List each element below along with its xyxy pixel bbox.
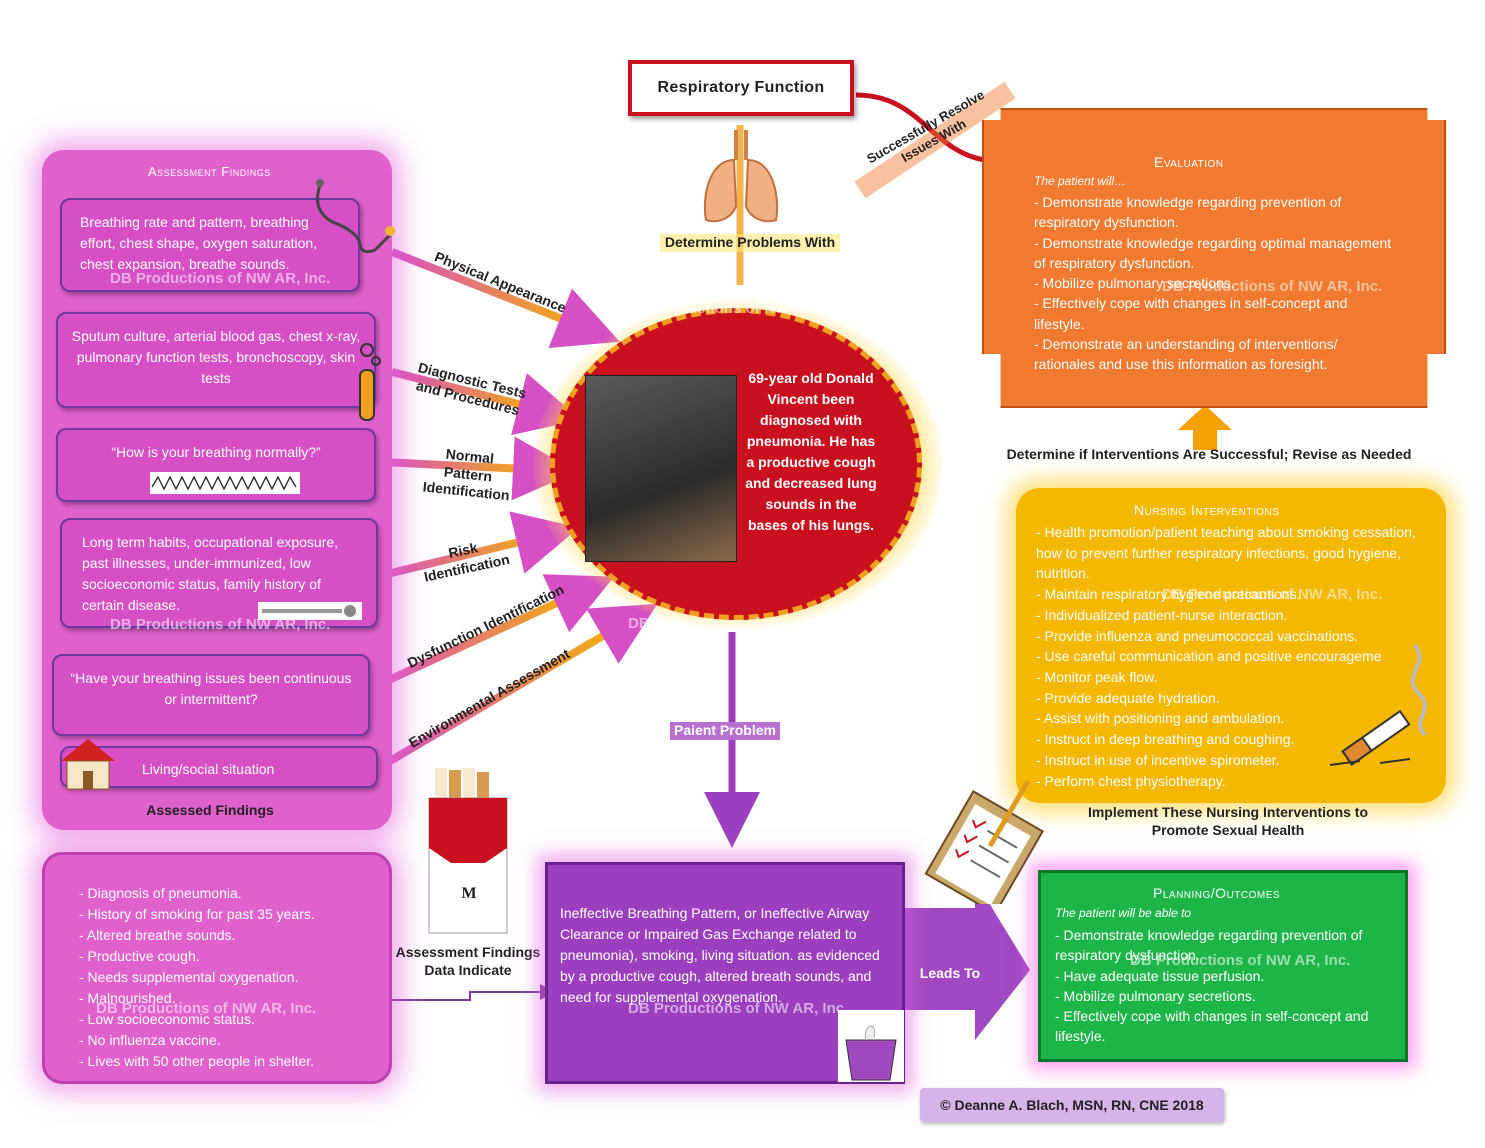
evaluation-item: - Demonstrate knowledge regarding optima… <box>1034 234 1392 271</box>
assessment-box-text: “Have your breathing issues been continu… <box>70 670 352 707</box>
patient-photo <box>585 375 737 562</box>
evaluation-item: - Demonstrate an understanding of interv… <box>1034 336 1338 373</box>
finding-item: - Needs supplemental oxygenation. <box>79 969 299 985</box>
assessment-box-text: Breathing rate and pattern, breathing ef… <box>80 214 318 272</box>
evaluation-intro: The patient will… <box>1034 174 1127 188</box>
planning-title: Planning/Outcomes <box>1153 885 1281 901</box>
label-leads-to: Leads To <box>919 965 981 981</box>
arrow-environmental <box>382 603 658 768</box>
watermark: DB Productions of NW AR, Inc. <box>110 270 331 287</box>
findings-panel: - Diagnosis of pneumonia. - History of s… <box>42 852 392 1084</box>
stethoscope-icon <box>316 179 395 254</box>
thermometer-icon <box>258 602 362 620</box>
test-tubes-icon <box>359 343 381 421</box>
planning-item: - Demonstrate knowledge regarding preven… <box>1055 927 1363 964</box>
copyright: © Deanne A. Blach, MSN, RN, CNE 2018 <box>920 1088 1224 1122</box>
tissue-box-icon <box>838 1010 904 1082</box>
arrow-dysfunction <box>376 574 615 689</box>
label-patient-problem: Paient Problem <box>670 722 780 740</box>
nursing-list: - Health promotion/patient teaching abou… <box>1036 522 1416 791</box>
watermark: DB Productions of NW AR, Inc. <box>1162 586 1383 603</box>
nursing-item: - Instruct in deep breathing and coughin… <box>1036 731 1295 748</box>
finding-item: - Altered breathe sounds. <box>79 927 236 943</box>
finding-item: - No influenza vaccine. <box>79 1032 221 1048</box>
arrow-resolve <box>855 92 985 163</box>
evaluation-list: - Demonstrate knowledge regarding preven… <box>1034 192 1394 375</box>
evaluation-item: - Effectively cope with changes in self-… <box>1034 295 1348 332</box>
arrow-data <box>392 984 556 1001</box>
cigarette-pack-icon: M <box>428 768 508 934</box>
planning-item: - Effectively cope with changes in self-… <box>1055 1008 1369 1045</box>
assessment-box-text: Sputum culture, arterial blood gas, ches… <box>71 328 361 386</box>
nursing-item: - Provide influenza and pneumococcal vac… <box>1036 627 1359 644</box>
assessed-findings-label: Assessed Findings <box>146 802 274 818</box>
arrow-up-evaluation <box>1178 405 1232 450</box>
assessment-box-dysfunction: “Have your breathing issues been continu… <box>52 654 370 736</box>
label-implement: Implement These Nursing Interventions to… <box>1087 804 1369 838</box>
evaluation-title: Evaluation <box>1154 154 1224 170</box>
waveform-icon <box>150 472 300 494</box>
assessment-box-diagnostic: Sputum culture, arterial blood gas, ches… <box>56 312 376 408</box>
assessment-box-living: Living/social situation <box>60 746 378 788</box>
nursing-item: - Perform chest physiotherapy. <box>1036 772 1226 789</box>
nursing-interventions-box: Nursing Interventions - Health promotion… <box>1016 488 1446 803</box>
watermark: DB Productions of NW AR, Inc. <box>628 300 849 317</box>
cigarette-icon <box>1329 643 1427 766</box>
finding-item: - Productive cough. <box>79 948 200 964</box>
assessment-box-text: “How is your breathing normally?” <box>111 444 321 460</box>
nursing-item: - Instruct in use of incentive spiromete… <box>1036 751 1280 768</box>
nursing-item: - Individualized patient-nurse interacti… <box>1036 606 1288 623</box>
arrow-risk <box>382 511 580 579</box>
title-respiratory-function: Respiratory Function <box>628 60 854 116</box>
evaluation-item: - Demonstrate knowledge regarding preven… <box>1034 194 1342 231</box>
nursing-item: - Monitor peak flow. <box>1036 669 1158 686</box>
arrow-diagnostic <box>391 368 582 436</box>
watermark: DB Productions of NW AR, Inc. <box>628 1000 849 1017</box>
planning-intro: The patient will be able to <box>1055 906 1192 920</box>
problem-statement: Ineffective Breathing Pattern, or Ineffe… <box>560 905 880 1005</box>
assessment-title: Assessment Findings <box>148 164 271 179</box>
planning-list: - Demonstrate knowledge regarding preven… <box>1055 925 1395 1047</box>
assessment-box-text: Long term habits, occupational exposure,… <box>82 534 339 613</box>
assessment-box-risk: Long term habits, occupational exposure,… <box>60 518 378 628</box>
watermark: DB Productions of NW AR, Inc. <box>1130 952 1351 969</box>
label-data-indicate: Assessment Findings Data Indicate <box>395 944 541 978</box>
findings-list: - Diagnosis of pneumonia. - History of s… <box>79 883 315 1072</box>
nursing-item: - Health promotion/patient teaching abou… <box>1036 524 1416 582</box>
finding-item: - History of smoking for past 35 years. <box>79 906 315 922</box>
nursing-title: Nursing Interventions <box>1134 502 1280 518</box>
assessment-box-text: Living/social situation <box>142 761 275 777</box>
arrow-leads-to <box>905 880 1030 1040</box>
nursing-item: - Provide adequate hydration. <box>1036 689 1220 706</box>
clipboard-icon <box>924 779 1045 904</box>
arrow-normal <box>381 436 577 501</box>
finding-item: - Diagnosis of pneumonia. <box>79 885 242 901</box>
nursing-item: - Assist with positioning and ambulation… <box>1036 710 1285 727</box>
label-normal-pattern: Normal Pattern Identification <box>422 445 511 504</box>
watermark: DB Productions of NW AR, Inc. <box>628 615 849 632</box>
house-icon <box>61 739 115 790</box>
planning-item: - Have adequate tissue perfusion. <box>1055 967 1265 984</box>
finding-item: - Low socioeconomic status. <box>79 1011 255 1027</box>
lungs-icon <box>703 130 779 223</box>
evaluation-box: Evaluation The patient will… - Demonstra… <box>982 108 1446 408</box>
planning-outcomes-box: Planning/Outcomes The patient will be ab… <box>1038 870 1408 1062</box>
nursing-item: - Use careful communication and positive… <box>1036 648 1382 665</box>
svg-text:M: M <box>461 885 476 902</box>
watermark: DB Productions of NW AR, Inc. <box>1162 278 1383 295</box>
nursing-item: - Maintain respiratory hygiene precautio… <box>1036 586 1301 603</box>
label-determine-problems: Determine Problems With <box>660 234 840 252</box>
finding-item: - Malnourished. <box>79 990 176 1006</box>
assessment-box-physical: Breathing rate and pattern, breathing ef… <box>60 198 360 292</box>
patient-description: 69-year old Donald Vincent been diagnose… <box>745 370 877 533</box>
watermark: DB Productions of NW AR, Inc. <box>96 1000 317 1017</box>
label-determine-success: Determine if Interventions Are Successfu… <box>1006 446 1412 462</box>
evaluation-item: - Mobilize pulmonary secretions. <box>1034 275 1235 292</box>
arrow-physical <box>390 248 620 349</box>
planning-item: - Mobilize pulmonary secretions. <box>1055 987 1256 1004</box>
finding-item: - Lives with 50 other people in shelter. <box>79 1053 315 1069</box>
watermark: DB Productions of NW AR, Inc. <box>110 616 331 633</box>
